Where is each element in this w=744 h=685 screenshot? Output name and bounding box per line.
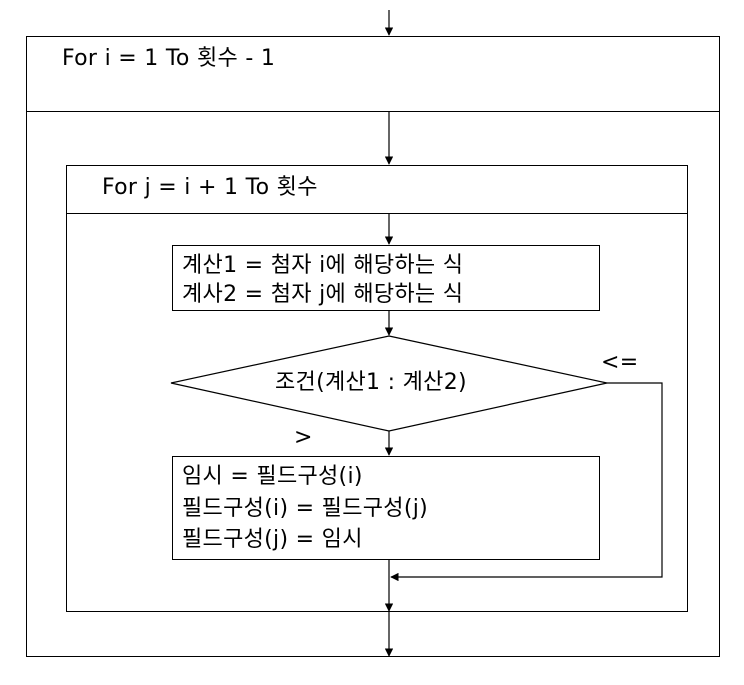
condition-text: 조건(계산1 : 계산2) bbox=[275, 370, 467, 395]
condition-true-label: > bbox=[294, 425, 313, 450]
inner-loop-header-text: For j = i + 1 To 횟수 bbox=[102, 175, 318, 200]
swap-line-2: 필드구성(i) = 필드구성(j) bbox=[182, 496, 428, 521]
swap-line-3: 필드구성(j) = 임시 bbox=[182, 527, 363, 552]
outer-loop-header bbox=[26, 36, 720, 112]
assign-line-2: 계사2 = 첨자 j에 해당하는 식 bbox=[182, 282, 464, 307]
outer-loop-header-text: For i = 1 To 횟수 - 1 bbox=[62, 46, 276, 71]
assign-line-1: 계산1 = 첨자 i에 해당하는 식 bbox=[182, 253, 464, 278]
swap-box bbox=[172, 456, 600, 560]
condition-false-label: <= bbox=[601, 350, 639, 375]
assign-box bbox=[172, 245, 600, 311]
inner-loop-header bbox=[66, 165, 688, 214]
false-branch-line bbox=[390, 382, 663, 582]
swap-line-1: 임시 = 필드구성(i) bbox=[182, 464, 363, 489]
